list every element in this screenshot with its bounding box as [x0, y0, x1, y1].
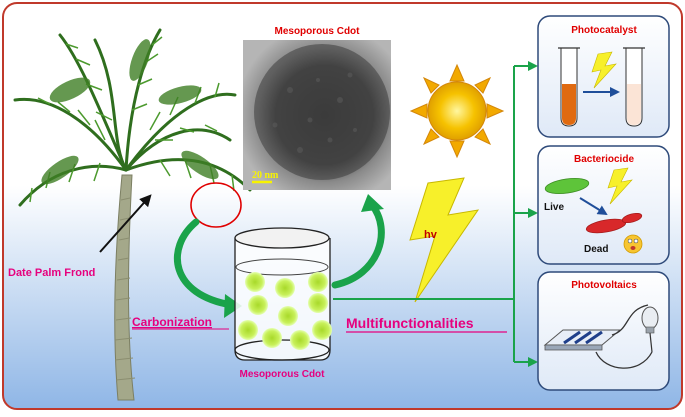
carbon-dots: [238, 272, 332, 350]
panel-photovoltaics: Photovoltaics: [537, 271, 670, 391]
curved-arrow-to-tem: [331, 201, 385, 289]
scale-bar-label: 20 nm: [252, 170, 279, 181]
test-tube-icon: [558, 47, 580, 127]
outer-frame: [2, 2, 683, 410]
bacteria-icon: [544, 178, 590, 194]
solar-cell-icon: [543, 329, 622, 351]
lightning-icon: [607, 167, 633, 205]
tem-title: Mesoporous Cdot: [275, 26, 361, 37]
frond-pointer-arrow: [99, 194, 152, 253]
dead-label: Dead: [584, 244, 608, 255]
frond-highlight-circle: [190, 182, 242, 228]
tem-image: [243, 40, 391, 190]
panel-photocatalyst: Photocatalyst: [537, 15, 670, 138]
beaker-icon: [234, 227, 332, 361]
live-label: Live: [544, 202, 564, 213]
branch-arrows: [333, 61, 538, 367]
process-label: Carbonization: [132, 315, 212, 329]
sun-icon: [409, 63, 505, 159]
lightning-icon: [591, 51, 617, 89]
hv-label: hv: [424, 229, 438, 241]
lightning-icon: [409, 177, 480, 303]
light-bulb-icon: [641, 306, 659, 353]
source-label: Date Palm Frond: [8, 267, 95, 279]
panel-bacteriocide: Bacteriocide Live Dead: [537, 145, 670, 265]
panel-title-photocatalyst: Photocatalyst: [571, 25, 637, 36]
test-tube-icon: [623, 47, 645, 127]
curved-arrow-into-beaker: [173, 218, 236, 309]
center-label: Multifunctionalities: [346, 315, 474, 331]
palm-tree-icon: [13, 28, 252, 401]
panel-title-bacteriocide: Bacteriocide: [574, 154, 634, 165]
beaker-label: Mesoporous Cdot: [240, 369, 326, 380]
panel-title-photovoltaics: Photovoltaics: [571, 280, 637, 291]
emoji-face-icon: [623, 234, 643, 254]
